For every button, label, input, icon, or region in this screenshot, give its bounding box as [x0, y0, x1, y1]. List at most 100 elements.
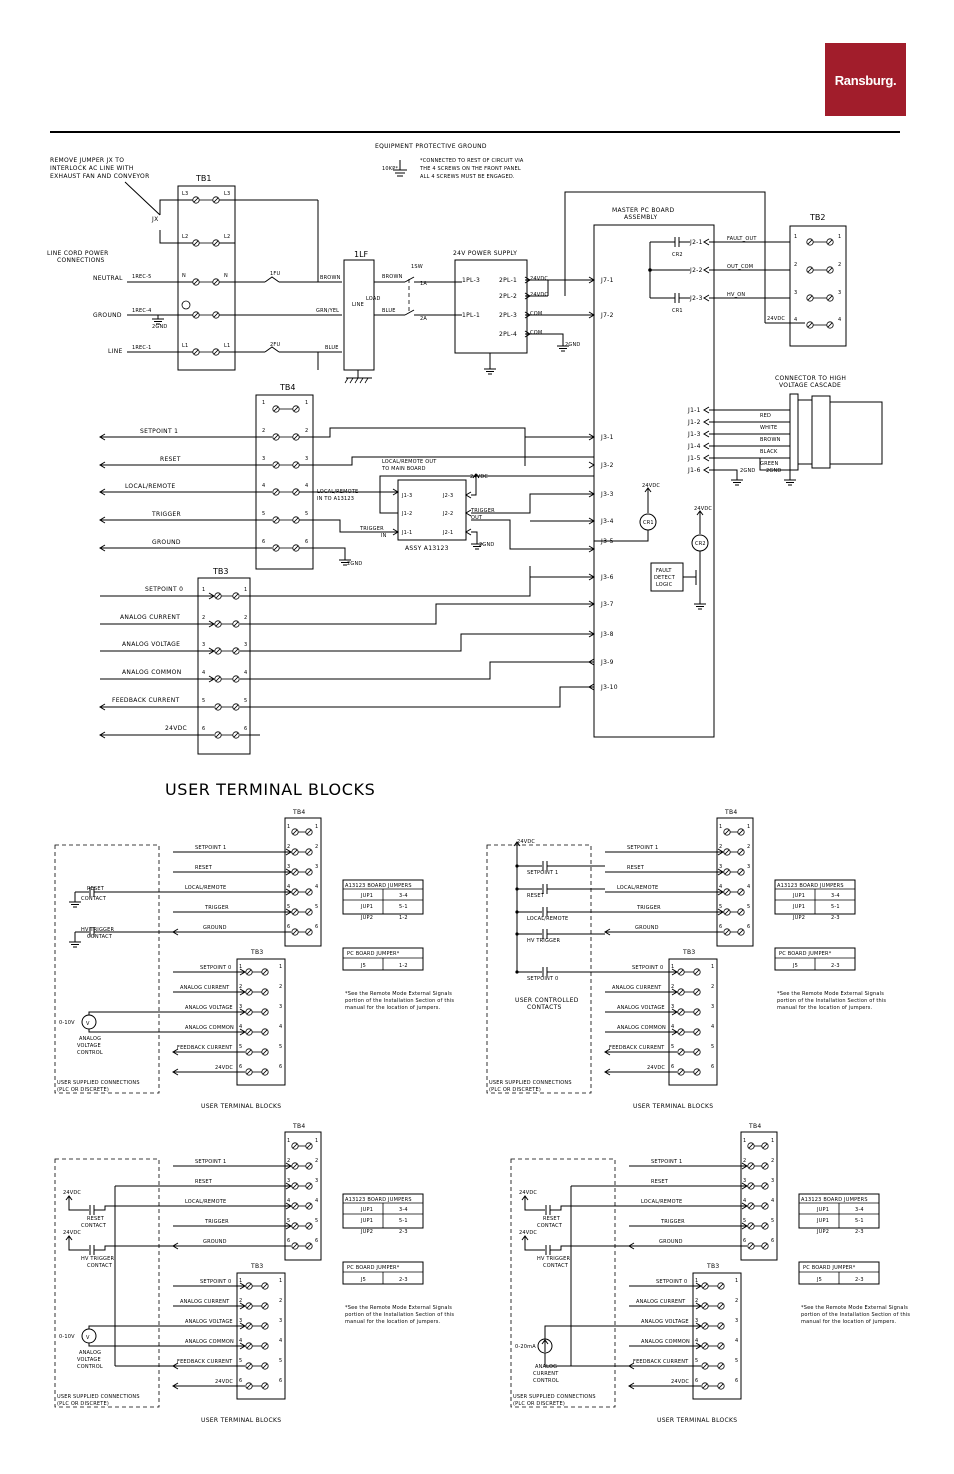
terminal-slot — [694, 1049, 700, 1055]
panel-tb4-term: 2 — [771, 1158, 774, 1164]
terminal-slot — [292, 909, 298, 915]
panel-caption: USER TERMINAL BLOCKS — [633, 1103, 713, 1110]
terminal-slot — [807, 239, 813, 245]
arrow-head — [285, 888, 292, 896]
jumper-pos: 3-4 — [399, 1207, 408, 1213]
panel-tb4-term: 5 — [315, 904, 318, 910]
chassis-hatch — [354, 377, 359, 384]
jumper-name: JUP2 — [816, 1229, 829, 1235]
panel-tb4-signal: RESET — [195, 865, 213, 871]
gnd-label: 2GND — [347, 561, 362, 567]
arrow-head — [703, 466, 710, 474]
jumper-pos: 1-2 — [399, 963, 408, 969]
terminal-slot — [292, 869, 298, 875]
tb3-term: 4 — [202, 670, 205, 676]
tb4-term: 5 — [305, 511, 308, 517]
panel-tb3-signal: ANALOG CURRENT — [612, 985, 662, 991]
wire — [524, 436, 594, 466]
terminal-slot — [233, 593, 239, 599]
terminal-slot — [273, 434, 279, 440]
panel-tb3-term: 3 — [279, 1318, 282, 1324]
fuse-label: 2FU — [270, 342, 280, 348]
wire-tag: 1REC-5 — [132, 274, 152, 280]
terminal-slot — [246, 1343, 252, 1349]
wire-color: GREEN — [760, 461, 778, 467]
arrow-head — [588, 573, 595, 581]
panel-tb4-term: 6 — [743, 1238, 746, 1244]
panel-tb3-term: 6 — [695, 1378, 698, 1384]
panel-tb4-term: 3 — [287, 864, 290, 870]
arrow-head — [99, 433, 106, 441]
chassis-hatch — [359, 377, 364, 384]
panel-caption: USER TERMINAL BLOCKS — [201, 1103, 281, 1110]
panel-tb4-term: 4 — [287, 884, 290, 890]
arrow-head — [588, 658, 595, 666]
panel-tb4-term: 5 — [719, 904, 722, 910]
tb4-term: 1 — [262, 400, 265, 406]
terminal-slot — [762, 1163, 768, 1169]
fuse — [264, 276, 280, 283]
arrow-head — [588, 600, 595, 608]
terminal-slot — [246, 1049, 252, 1055]
wire — [524, 1246, 545, 1251]
ground-symbol — [181, 300, 191, 310]
wire-tag: 1REC-4 — [132, 308, 152, 314]
jumper-note: INTERLOCK AC LINE WITH — [50, 165, 134, 172]
panel-24vdc: 24VDC — [63, 1230, 81, 1236]
panel-tb4 — [284, 1131, 322, 1261]
tb3-term: 2 — [244, 615, 247, 621]
panel-tb4-term: 1 — [747, 824, 750, 830]
output-label: HV_ON — [727, 292, 745, 298]
tb4-term: 5 — [262, 511, 265, 517]
tb3-signal: ANALOG VOLTAGE — [122, 641, 180, 648]
line-cord-label: CONNECTIONS — [57, 257, 105, 264]
master-board-title: MASTER PC BOARD — [612, 207, 674, 214]
arrow-head — [465, 528, 472, 536]
terminal-slot — [246, 1009, 252, 1015]
panel-tb3 — [236, 1272, 286, 1400]
panel-tb4-term: 5 — [747, 904, 750, 910]
source-label: CURRENT — [533, 1371, 559, 1377]
terminal-slot — [306, 829, 312, 835]
tb4-term: 3 — [305, 456, 308, 462]
jumper-pos: 2-3 — [399, 1277, 408, 1283]
tb4-signal: RESET — [160, 456, 181, 463]
tb1-term: L2 — [224, 234, 230, 240]
tb3-signal: FEEDBACK CURRENT — [112, 697, 179, 704]
panel-tb4-term: 2 — [719, 844, 722, 850]
cr2-supply: 24VDC — [694, 506, 712, 512]
arrow-head — [703, 418, 710, 426]
j3-pin: J3-8 — [600, 631, 614, 638]
trigger-contact-label: HV TRIGGER — [537, 1256, 570, 1262]
switch-pole: 1A — [420, 281, 427, 287]
jumper-note: REMOVE JUMPER JX TO — [50, 157, 124, 164]
terminal-slot — [748, 1143, 754, 1149]
panel-tb3-term: 2 — [239, 984, 242, 990]
panel-tb3-term: 3 — [239, 1318, 242, 1324]
wire — [544, 1353, 571, 1367]
panel-tb3-term: 4 — [279, 1024, 282, 1030]
arrow-head — [695, 1342, 702, 1350]
arrow-head — [541, 1339, 549, 1345]
terminal-slot — [215, 732, 221, 738]
jumper-note: EXHAUST FAN AND CONVEYOR — [50, 173, 150, 180]
wire — [544, 1325, 629, 1339]
jumper-name: JUP1 — [816, 1218, 829, 1224]
terminal-slot — [718, 1383, 724, 1389]
line-filter-label: 1LF — [354, 250, 369, 259]
lr-in-label: IN TO A13123 — [317, 496, 354, 502]
panel-tb3-term: 5 — [735, 1358, 738, 1364]
terminal-slot — [718, 1283, 724, 1289]
master-pc-board — [593, 224, 715, 738]
panel-tb3-term: 2 — [239, 1298, 242, 1304]
jumper-note: portion of the Installation Section of t… — [345, 1312, 454, 1318]
wire-color: BROWN — [760, 437, 781, 443]
junction — [515, 970, 519, 974]
junction — [648, 268, 652, 272]
terminal-slot — [678, 989, 684, 995]
terminal-slot — [762, 1143, 768, 1149]
cascade-label: VOLTAGE CASCADE — [779, 382, 841, 389]
panel-tb3-term: 4 — [239, 1338, 242, 1344]
terminal-slot — [215, 648, 221, 654]
